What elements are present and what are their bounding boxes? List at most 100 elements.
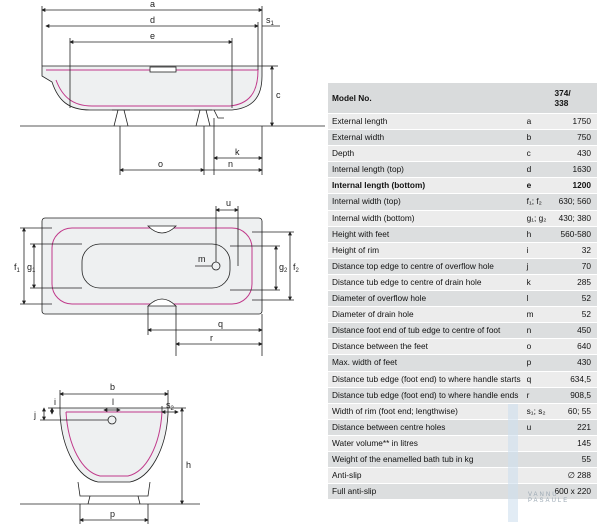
row-value: 70	[550, 257, 597, 275]
row-label: External length	[328, 112, 525, 130]
foot-left-side	[112, 109, 130, 127]
row-label: Height with feet	[328, 225, 525, 243]
top-view-labels: u f1 g1 m g2 f2 q r	[14, 198, 300, 343]
row-symbol: u	[524, 418, 551, 436]
row-value: ∅ 288	[550, 467, 597, 484]
label-p: p	[110, 509, 115, 519]
row-value: 430	[550, 145, 597, 162]
row-label: Diameter of overflow hole	[328, 290, 525, 307]
row-label: Internal length (top)	[328, 161, 525, 178]
technical-drawings: a d s1 e c k o n u f1 g1 m	[14, 0, 325, 524]
row-value: 560-580	[550, 225, 597, 243]
table-row: Anti-slip ∅ 288	[328, 467, 597, 484]
row-symbol	[524, 450, 551, 468]
row-symbol: d	[524, 161, 551, 178]
row-value: 55	[550, 450, 597, 468]
row-symbol: r	[524, 386, 551, 404]
row-symbol: n	[524, 322, 551, 339]
label-l: l	[112, 397, 114, 407]
watermark-bar	[508, 404, 518, 522]
row-value: 450	[550, 322, 597, 339]
label-s1: s1	[266, 15, 275, 27]
row-symbol: l	[524, 290, 551, 307]
table-header-row: Model No. 374/ 338	[328, 82, 597, 114]
row-symbol	[524, 483, 551, 500]
label-r: r	[210, 333, 213, 343]
tub-end-inner	[65, 411, 163, 477]
table-row: Distance top edge to centre of overflow …	[328, 257, 597, 275]
tub-side-body	[41, 65, 263, 111]
label-u: u	[226, 198, 231, 208]
label-f1: f1	[14, 262, 21, 274]
label-e: e	[150, 31, 155, 41]
feet-end	[77, 481, 151, 505]
table-row: Distance tub edge (foot end) to where ha…	[328, 386, 597, 404]
row-label: Distance foot end of tub edge to centre …	[328, 322, 525, 339]
watermark-logo: VANNU PASAULE	[528, 492, 570, 504]
row-label: Anti-slip	[328, 467, 525, 484]
row-value: 1200	[550, 177, 597, 194]
row-value: 285	[550, 273, 597, 291]
label-f2: f2	[293, 262, 300, 274]
row-value: 634,5	[550, 370, 597, 388]
label-g1: g1	[27, 262, 36, 274]
row-symbol: g₁; g₂	[524, 209, 551, 227]
row-symbol: e	[524, 177, 551, 194]
row-symbol: a	[524, 112, 551, 130]
tub-top-outline	[41, 217, 263, 315]
row-symbol: p	[524, 354, 551, 371]
label-s2: s2	[166, 400, 175, 412]
row-symbol: i	[524, 241, 551, 259]
row-symbol: b	[524, 129, 551, 146]
handle-top-lower	[147, 298, 177, 307]
handle-side	[149, 66, 177, 73]
label-a: a	[150, 0, 155, 9]
row-symbol: q	[524, 370, 551, 388]
label-d: d	[150, 15, 155, 25]
label-c: c	[276, 90, 281, 100]
row-value: 32	[550, 241, 597, 259]
table-row: Distance tub edge to centre of drain hol…	[328, 273, 597, 291]
row-label: Distance between centre holes	[328, 418, 525, 436]
row-label: Full anti-slip	[328, 483, 525, 500]
end-view	[20, 390, 200, 524]
label-q: q	[218, 319, 223, 329]
drain-side	[213, 109, 224, 119]
label-j: j	[33, 410, 36, 420]
row-label: External width	[328, 129, 525, 146]
watermark: VANNU PASAULE	[504, 404, 596, 522]
row-value: 640	[550, 338, 597, 355]
row-label: Distance top edge to centre of overflow …	[328, 257, 525, 275]
row-value: 1630	[550, 161, 597, 178]
tub-side-inner	[46, 69, 259, 107]
row-value: 630; 560	[550, 193, 597, 211]
table-row: Distance tub edge (foot end) to where ha…	[328, 370, 597, 388]
side-view	[20, 6, 325, 175]
side-view-labels: a d s1 e c k o n	[150, 0, 281, 169]
row-value: 52	[550, 290, 597, 307]
row-symbol: f₁; f₂	[524, 193, 551, 211]
table-row: Distance foot end of tub edge to centre …	[328, 322, 597, 339]
row-symbol: o	[524, 338, 551, 355]
row-symbol	[524, 467, 551, 484]
header-symbol	[524, 82, 551, 114]
end-view-labels: b s2 l j i h p	[33, 382, 191, 519]
top-view	[20, 206, 294, 356]
row-value: 145	[550, 434, 597, 452]
row-symbol: k	[524, 273, 551, 291]
row-label: Internal length (bottom)	[328, 177, 525, 194]
row-label: Max. width of feet	[328, 354, 525, 371]
tub-end-body	[59, 407, 169, 483]
row-value: 430; 380	[550, 209, 597, 227]
row-value: 430	[550, 354, 597, 371]
